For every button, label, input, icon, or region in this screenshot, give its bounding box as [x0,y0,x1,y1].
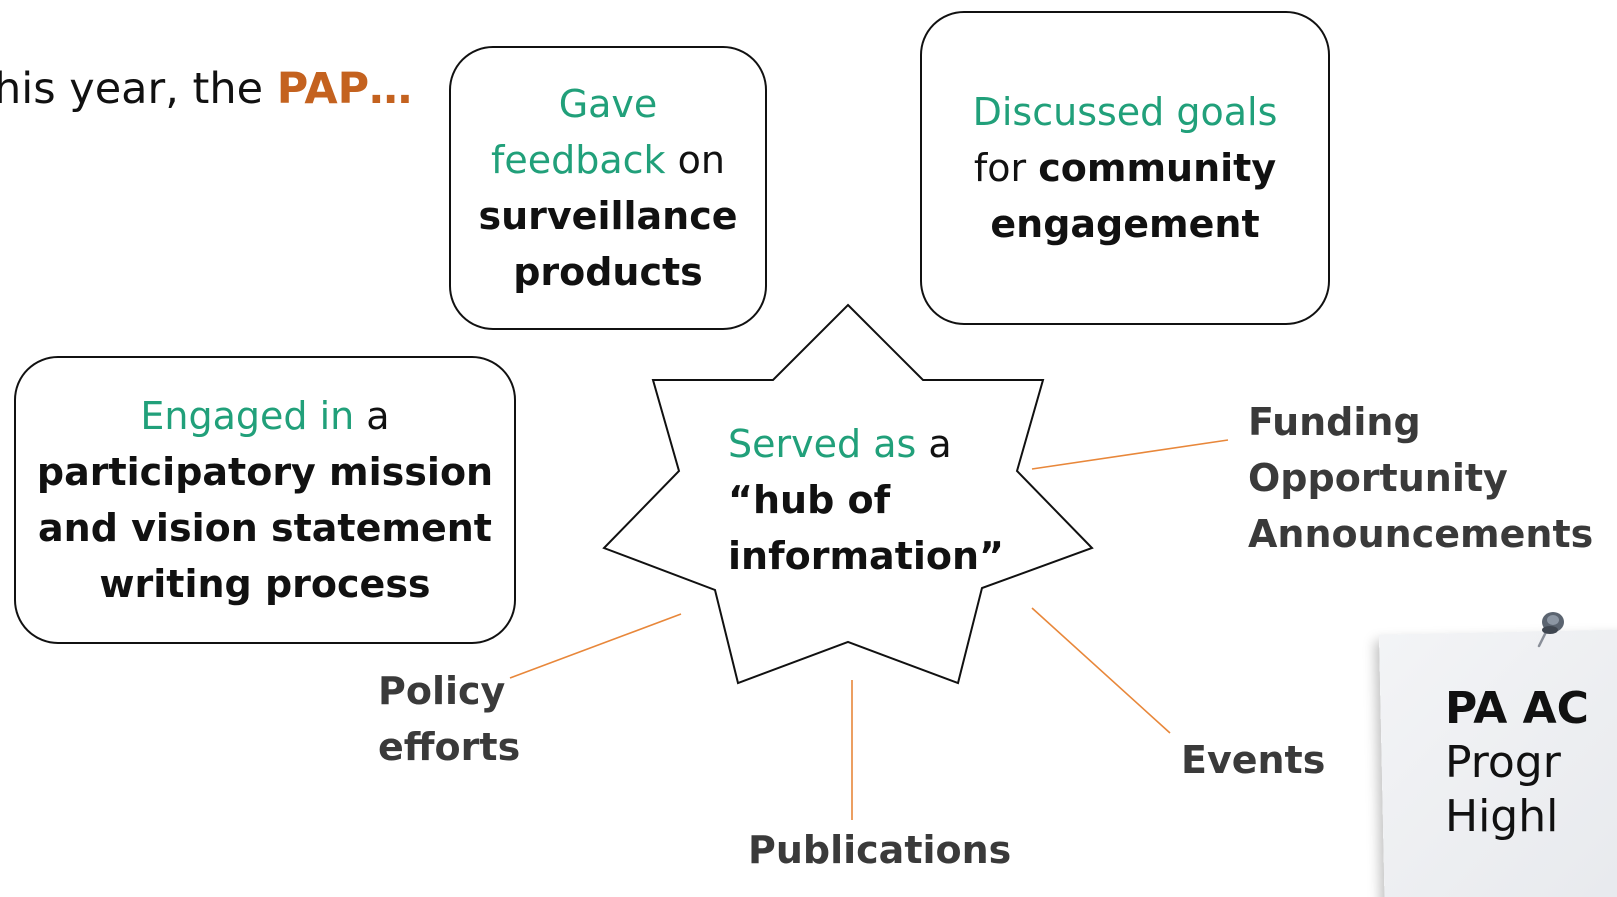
intro-prefix: his year, the [0,64,277,114]
intro-heading: his year, the PAP… [0,64,412,114]
funding-label: Funding Opportunity Announcements [1248,394,1593,562]
hub-line1-green: Served as [728,422,917,466]
funding-line2: Opportunity [1248,456,1508,500]
policy-line1: Policy [378,669,506,713]
events-label: Events [1181,738,1326,782]
mission-line1-rest: a [354,394,390,438]
mission-box: Engaged in a participatory mission and v… [14,356,516,644]
note-line2: Progr [1445,737,1561,788]
hub-line3: information” [728,534,1005,578]
mission-line1-green: Engaged in [140,394,355,438]
hub-text: Served as a “hub of information” [728,416,1004,584]
publications-label: Publications [748,828,1012,872]
goals-box: Discussed goals for community engagement [920,11,1330,325]
funding-line3: Announcements [1248,512,1594,556]
note-line3: Highl [1445,791,1559,842]
push-pin-icon [1537,612,1564,648]
mission-line2: participatory mission [36,450,494,494]
funding-line1: Funding [1248,400,1421,444]
spoke-line-events [1031,607,1171,734]
goals-line3: engagement [990,202,1260,246]
goals-line1: Discussed goals [972,90,1278,134]
feedback-line3: surveillance [478,194,738,238]
feedback-line2-green: feedback [491,138,666,182]
goals-line2-bold: community [1038,146,1277,190]
feedback-line1: Gave [558,82,658,126]
feedback-box: Gave feedback on surveillance products [449,46,767,330]
intro-highlight: PAP… [276,64,413,114]
hub-line1-rest: a [916,422,952,466]
sticky-note-text: PA AC Progr Highl [1445,682,1589,844]
spoke-line-policy [509,613,682,679]
policy-label: Policy efforts [378,663,520,775]
hub-line2: “hub of [728,478,891,522]
goals-line2-rest: for [973,146,1039,190]
note-line1: PA AC [1445,683,1589,734]
feedback-line2-rest: on [665,138,725,182]
mission-line4: writing process [99,562,431,606]
hub-star-shape [602,303,1094,685]
feedback-line4: products [513,250,703,294]
policy-line2: efforts [378,725,521,769]
spoke-line-funding [1031,439,1229,470]
mission-line3: and vision statement [38,506,492,550]
